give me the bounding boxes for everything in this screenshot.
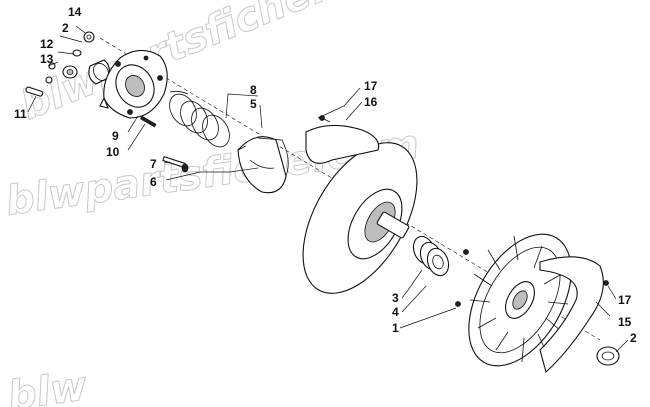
callout-8: 8 (250, 83, 257, 97)
callout-4: 4 (392, 305, 399, 319)
spring-part-3 (412, 235, 450, 277)
nut-part-14 (83, 31, 95, 43)
callout-6: 6 (150, 175, 157, 189)
callout-1: 1 (392, 321, 399, 335)
callout-13: 13 (40, 52, 54, 66)
callout-9: 9 (112, 129, 119, 143)
cam-part-5 (237, 136, 289, 194)
callout-17-right: 17 (618, 293, 632, 307)
callout-5: 5 (250, 97, 257, 111)
bushing-part-2-bottom (596, 346, 620, 366)
callout-2-bottom: 2 (630, 331, 637, 345)
pin-part-11 (25, 86, 44, 97)
movable-sheave-part-1 (455, 233, 572, 367)
leader-lines (27, 25, 629, 353)
callout-labels: 14 2 12 13 11 9 10 8 5 7 6 17 16 3 4 1 1… (14, 5, 637, 345)
callout-14: 14 (68, 5, 82, 19)
fixed-sheave-disc (302, 142, 418, 294)
callout-15: 15 (618, 315, 632, 329)
callout-11: 11 (14, 107, 27, 121)
pin-part-10 (140, 115, 157, 128)
callout-12: 12 (40, 37, 54, 51)
callout-3: 3 (392, 291, 399, 305)
bolt-part-7 (162, 156, 189, 173)
roller-part-13 (62, 65, 78, 79)
cover-plate-part-9 (99, 49, 168, 119)
cover-half-part-15 (539, 256, 604, 374)
callout-7: 7 (150, 157, 157, 171)
callout-16: 16 (364, 95, 378, 109)
washers-part-12-13 (45, 49, 82, 84)
spring-part-8 (169, 90, 230, 148)
watermark-text-1: blwpartsfiche.com (15, 0, 418, 129)
watermark-text-3: blw (5, 363, 91, 407)
bolt-part-17 (603, 280, 609, 286)
callout-2-top: 2 (62, 21, 69, 35)
callout-17-top: 17 (364, 79, 378, 93)
callout-10: 10 (106, 145, 120, 159)
